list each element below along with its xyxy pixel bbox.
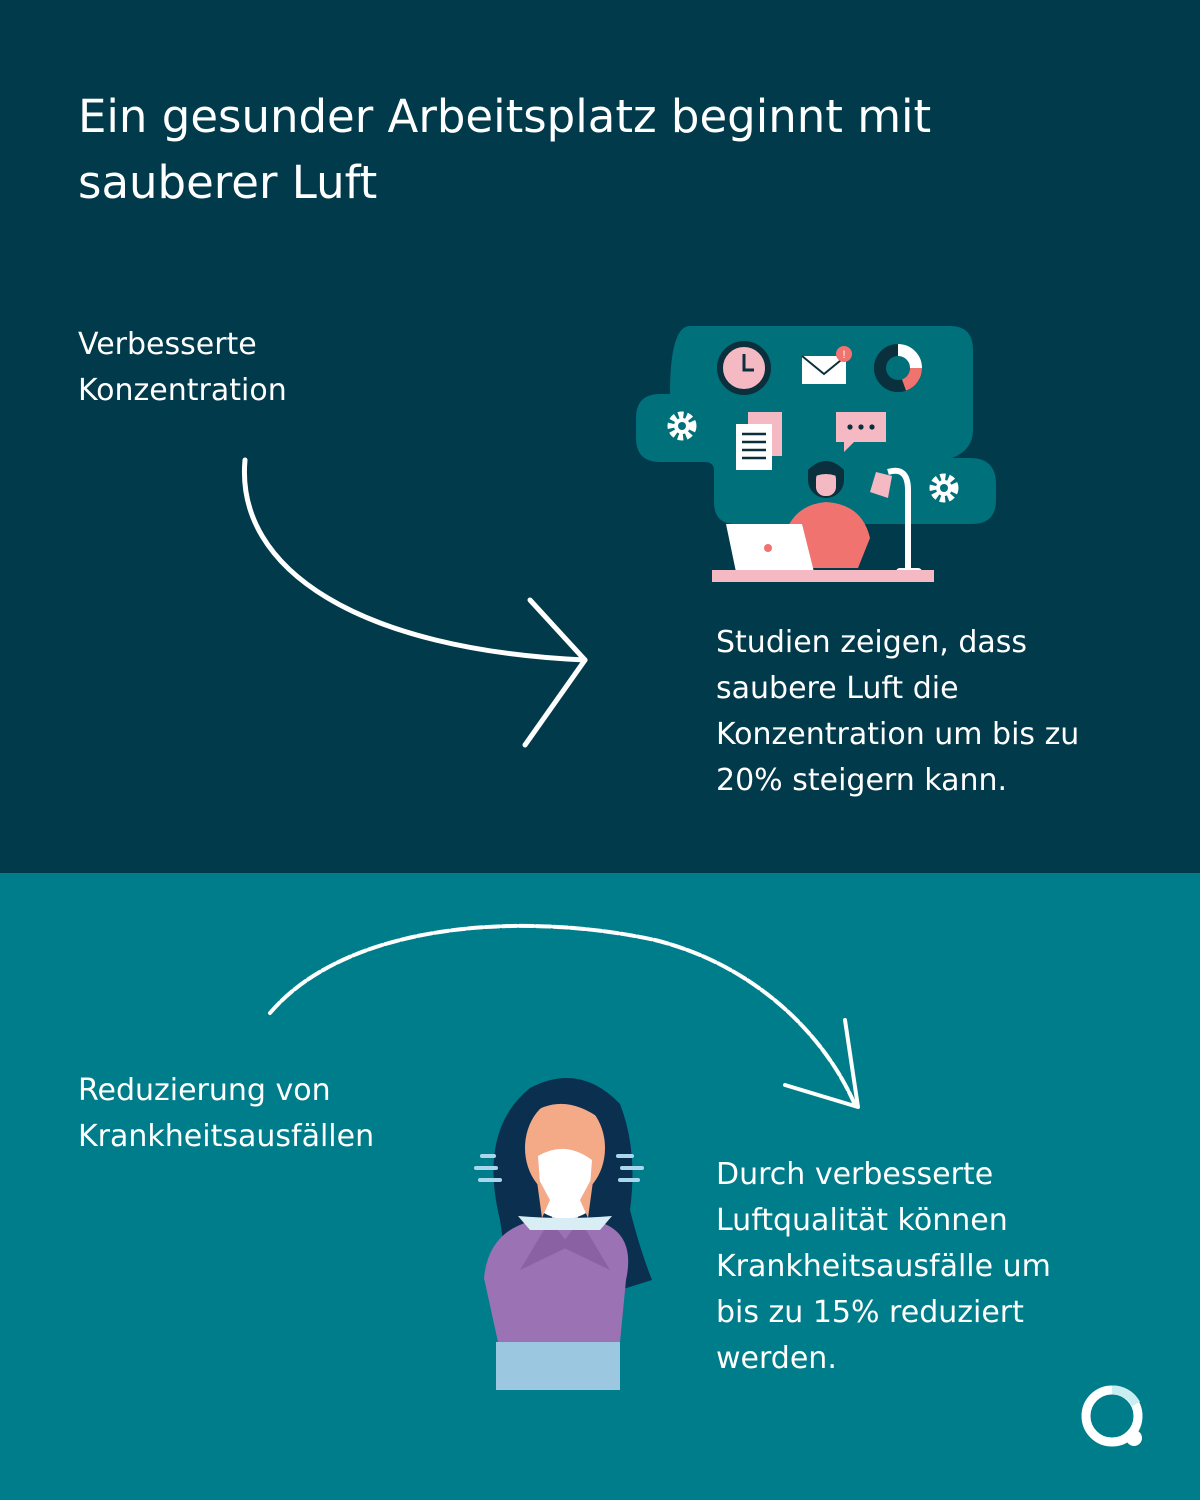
- gear-icon: [667, 411, 697, 441]
- person-icon: [780, 461, 870, 568]
- benefit-label-concentration: Verbesserte Konzentration: [78, 327, 287, 408]
- curved-arrow-icon: [268, 923, 860, 1109]
- mail-icon: !: [801, 346, 852, 384]
- benefit-label-sick-days: Reduzierung von Krankheitsausfällen: [78, 1073, 375, 1154]
- svg-text:!: !: [842, 349, 845, 361]
- brand-logo-icon: [1081, 1385, 1143, 1447]
- gear-icon: [929, 473, 959, 503]
- page-title: Ein gesunder Arbeitsplatz beginnt mit sa…: [78, 90, 932, 209]
- chat-bubble-icon: [836, 412, 886, 452]
- top-section: [0, 0, 1200, 873]
- document-icon: [736, 412, 782, 470]
- clock-icon: [717, 341, 771, 395]
- person-working-illustration: !: [636, 326, 996, 582]
- sick-days-description: Durch verbesserte Luftqualität können Kr…: [716, 1157, 1051, 1376]
- curved-arrow-icon: [241, 457, 588, 748]
- tissue: [538, 1148, 592, 1219]
- laptop-icon: [726, 524, 814, 572]
- concentration-description: Studien zeigen, dass saubere Luft die Ko…: [716, 625, 1080, 798]
- donut-chart-icon: [874, 344, 923, 392]
- jeans: [496, 1342, 620, 1390]
- sneezing-person-illustration: [474, 1078, 652, 1390]
- desk: [712, 570, 934, 582]
